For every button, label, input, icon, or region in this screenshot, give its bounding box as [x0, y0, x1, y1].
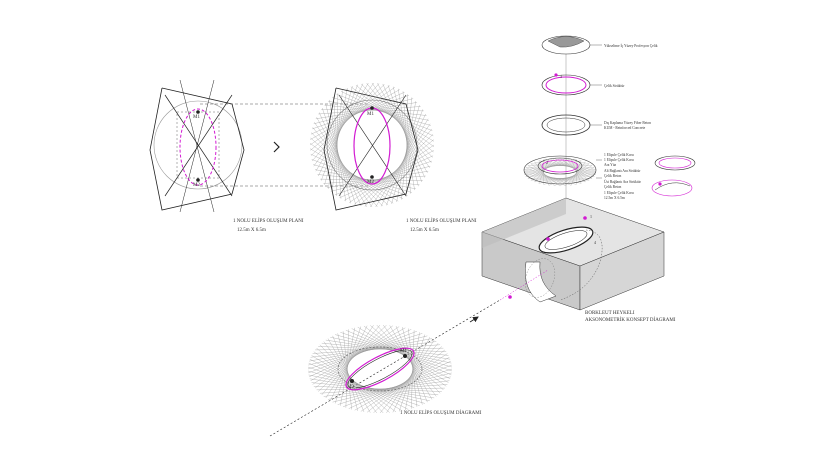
layer-label-7: Ara Yüz: [604, 163, 617, 167]
axon-title-line2: AKSONOMETRİK KONSEPT DİAGRAMI: [585, 317, 676, 323]
hatch-line: [565, 158, 586, 182]
hatch-line: [570, 158, 582, 184]
hatch-line: [343, 364, 452, 407]
hatch-line: [354, 139, 434, 205]
diagram3-hatch-lines: [307, 324, 453, 414]
ellipse-formation-diagram: M2 M1 1 NOLU ELİPS OLUŞUM DİAGRAMI: [269, 299, 501, 437]
axon-box: [481, 197, 665, 311]
layer-1-steel-surface: [541, 35, 591, 55]
diagram3-marker-b: [403, 354, 407, 358]
hatch-line: [530, 163, 561, 187]
axon-leader-lines: [590, 44, 602, 179]
axon-title-line1: BORKLEUT HEYKELI: [585, 311, 635, 316]
plan2-label-m1: M1: [367, 112, 374, 117]
plan1-marker-m2: [196, 178, 200, 182]
plan1-marker-m1: [196, 110, 200, 114]
layer-label-3: Dış Kaplama Yüzey Fiber Beton: [604, 121, 651, 125]
diagram3-marker-a: [350, 379, 354, 383]
diagram3-ellipse: [345, 347, 415, 391]
plan2-label-m2: M2: [367, 180, 374, 185]
layer-label-5: 1 Elipsle Çelik Koru: [604, 153, 634, 157]
plan2-marker-m2: [370, 175, 374, 179]
axon-point-1: 1: [590, 214, 592, 219]
diagram3-title: 1 NOLU ELİPS OLUŞUM DİAGRAMI: [400, 410, 482, 416]
diagram3-label-b: M1: [400, 349, 407, 354]
plan1-label-m2: M2: [193, 183, 200, 188]
axon-box-side: [579, 231, 665, 311]
plan1-ellipse: [179, 108, 217, 186]
layer-label-8: Alt Bağlantı Ara Strüktür: [604, 169, 641, 173]
hatch-line: [538, 160, 550, 186]
main-axis-line: [269, 299, 501, 437]
plan1-title: 1 NOLU ELİPS OLUŞUM PLANI: [233, 218, 304, 224]
plan1-label-m1: M1: [193, 115, 200, 120]
layer-label-13: 12.5m X 6.5m: [604, 196, 625, 200]
hatch-line: [543, 169, 596, 185]
ellipse-plan-2: M1 M2 1 NOLU ELİPS OLUŞUM PLANI 12.5m X …: [309, 82, 477, 233]
hatch-line: [570, 160, 582, 186]
axon-point-2: 2: [546, 160, 548, 165]
plan2-title: 1 NOLU ELİPS OLUŞUM PLANI: [406, 218, 477, 224]
axon-point-4: 4: [594, 240, 596, 245]
layer-label-6: 1 Elipsle Çelik Koru: [604, 158, 634, 162]
plan1-guide-circle: [153, 100, 243, 190]
ellipse-plan-1: M1 M2 1 NOLU ELİPS OLUŞUM PLANI 12.5m X …: [149, 79, 304, 233]
plan2-dims: 12.5m X 6.5m: [410, 228, 439, 233]
layer-label-9: Çelik Beton: [604, 174, 621, 178]
arrow-right-icon: [273, 141, 280, 153]
layer-label-12: 1 Elipsle Çelik Koru: [604, 191, 634, 195]
layer-4-ring-assembly: [523, 155, 597, 187]
layer-label-4: KUM - Reinforced Concrete: [604, 126, 646, 130]
axonometric-diagram: Yükseltme İç Yüzey Profesyon Çelik Çelik…: [481, 35, 696, 323]
side-detail: [651, 155, 696, 197]
axon-point-3: 3: [560, 74, 562, 79]
plan1-frame: [149, 87, 245, 211]
layer-label-1: Yükseltme İç Yüzey Profesyon Çelik: [604, 43, 658, 48]
hatch-line: [538, 158, 550, 184]
layer-label-2: Çelik Strüktür: [604, 84, 625, 88]
plan2-marker-m1: [370, 106, 374, 110]
axis-arrow-icon: [469, 316, 479, 323]
diagram3-label-a: M2: [347, 385, 354, 390]
plan2-frame: [323, 87, 419, 211]
layer-label-11: Çelik Beton: [604, 185, 621, 189]
plan1-dims: 12.5m X 6.5m: [237, 228, 266, 233]
layer-label-10: Üst Bağlantı Ara Strüktür: [604, 179, 642, 184]
axon-accent-points: [499, 73, 662, 301]
